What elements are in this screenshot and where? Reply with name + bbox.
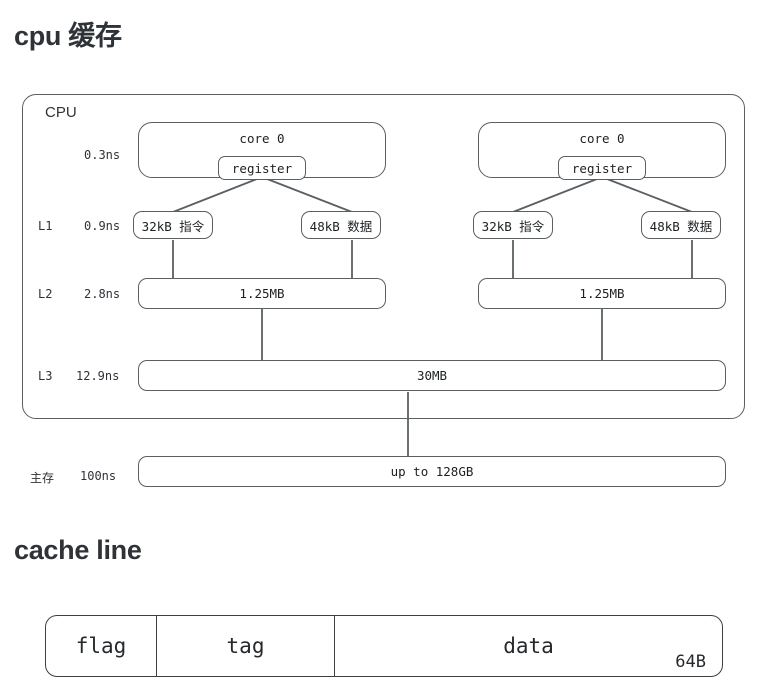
l2-label-right: 1.25MB xyxy=(579,286,625,301)
row-level-l3: L3 xyxy=(38,369,53,383)
l1-instruction-label-left: 32kB 指令 xyxy=(141,218,205,234)
connector-register-to-l1d-right xyxy=(601,176,693,213)
row-latency-register: 0.3ns xyxy=(84,148,121,162)
cpu-container xyxy=(22,94,745,419)
cache-line-cell-tag[interactable]: tag xyxy=(156,616,334,676)
l1-instruction-box-right[interactable]: 32kB 指令 xyxy=(473,211,553,239)
cache-line-cell-flag[interactable]: flag xyxy=(46,616,156,676)
row-level-l1: L1 xyxy=(38,219,53,233)
cache-line-size-label: 64B xyxy=(675,652,706,672)
row-level-l2: L2 xyxy=(38,287,53,301)
page-title-cpu-cache: cpu 缓存 xyxy=(14,21,122,51)
row-level-main-memory: 主存 xyxy=(30,471,55,485)
l3-box[interactable]: 30MB xyxy=(138,360,726,391)
l1-data-box-left[interactable]: 48kB 数据 xyxy=(301,211,381,239)
connector-register-to-l1d-left xyxy=(261,176,353,213)
l2-label-left: 1.25MB xyxy=(239,286,285,301)
l2-box-right[interactable]: 1.25MB xyxy=(478,278,726,309)
cache-line-cell-data[interactable]: data 64B xyxy=(334,616,722,676)
l3-label: 30MB xyxy=(416,368,448,383)
main-memory-box[interactable]: up to 128GB xyxy=(138,456,726,487)
cache-line-tag-label: tag xyxy=(226,634,265,658)
register-box-right[interactable]: register xyxy=(558,156,646,180)
connector-register-to-l1i-right xyxy=(512,176,603,213)
row-latency-l2: 2.8ns xyxy=(84,287,121,301)
row-latency-l3: 12.9ns xyxy=(76,369,120,383)
register-label-right: register xyxy=(571,160,633,176)
l1-instruction-box-left[interactable]: 32kB 指令 xyxy=(133,211,213,239)
core-title-left: core 0 xyxy=(239,131,285,146)
cpu-container-label: CPU xyxy=(45,104,77,121)
cache-line-flag-label: flag xyxy=(75,634,127,658)
row-latency-main-memory: 100ns xyxy=(80,469,117,483)
row-latency-l1: 0.9ns xyxy=(84,219,121,233)
core-title-right: core 0 xyxy=(579,131,625,146)
register-label-left: register xyxy=(231,160,293,176)
l1-data-label-right: 48kB 数据 xyxy=(649,218,713,234)
register-box-left[interactable]: register xyxy=(218,156,306,180)
l1-data-box-right[interactable]: 48kB 数据 xyxy=(641,211,721,239)
section-title-cache-line: cache line xyxy=(14,535,142,565)
cache-line-strip: flag tag data 64B xyxy=(45,615,723,677)
l1-data-label-left: 48kB 数据 xyxy=(309,218,373,234)
main-memory-label: up to 128GB xyxy=(390,464,474,479)
l2-box-left[interactable]: 1.25MB xyxy=(138,278,386,309)
l1-instruction-label-right: 32kB 指令 xyxy=(481,218,545,234)
connector-register-to-l1i-left xyxy=(172,176,263,213)
cache-line-data-label: data xyxy=(503,634,554,658)
